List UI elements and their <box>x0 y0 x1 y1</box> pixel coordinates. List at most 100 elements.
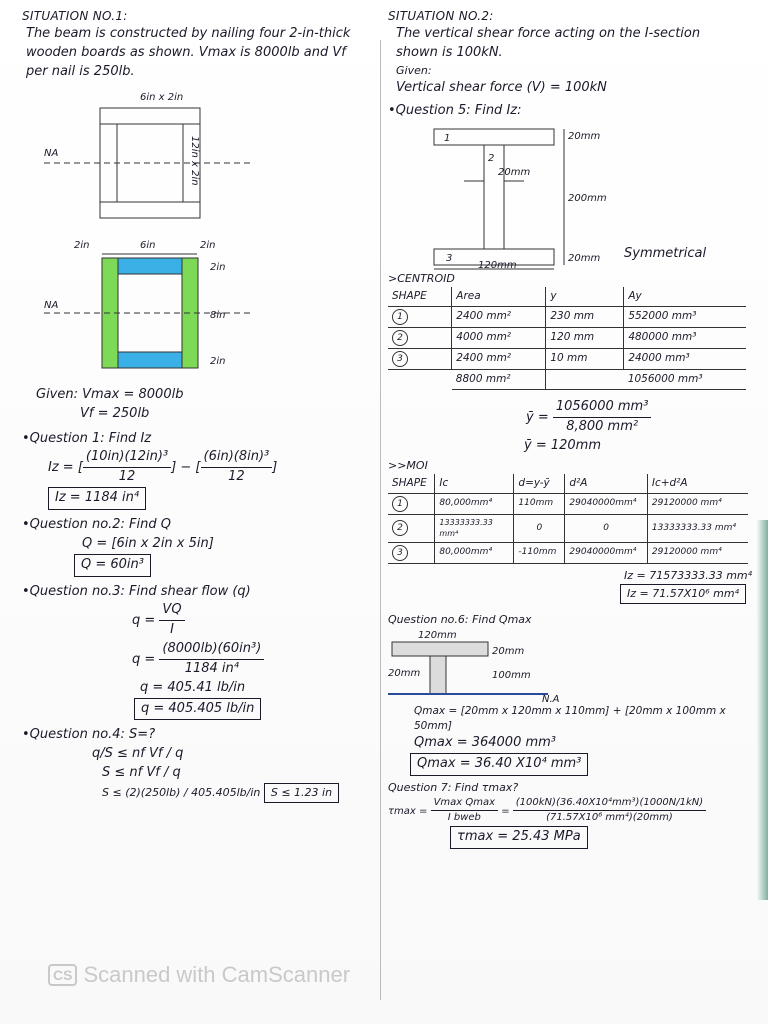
moi-ic-1: 80,000mm⁴ <box>434 493 515 515</box>
question-7-title: Question 7: Find τmax? <box>388 780 519 794</box>
centroid-total-row: 8800 mm² 1056000 mm³ <box>388 369 746 391</box>
i-dim-width: 120mm <box>478 260 517 271</box>
situation-2-given-v: Vertical shear force (V) = 100kN <box>396 80 607 96</box>
fig2-na-label: NA <box>44 300 58 311</box>
fig2-dim-left: 2in <box>74 240 89 251</box>
moi-col-shape: SHAPE <box>388 473 436 494</box>
fig2-dim-right: 2in <box>200 240 215 251</box>
given-vf: Vf = 250lb <box>80 405 150 421</box>
moi-total: Iz = 71573333.33 mm⁴ <box>624 568 753 582</box>
question-5-title: Question 5: Find Iz: <box>388 102 753 121</box>
moi-col-sum: Ic+d²A <box>647 473 748 494</box>
moi-shape-2: 2 <box>392 520 408 537</box>
centroid-y-2: 120 mm <box>545 327 625 349</box>
question-4-answer: S ≤ 1.23 in <box>263 782 340 803</box>
fig2-dim-mid: 6in <box>140 240 155 251</box>
question-2-equation: Q = [6in x 2in x 5in] <box>82 535 214 551</box>
centroid-header-row: SHAPE Area y Ay <box>388 286 746 307</box>
situation-2: SITUATION NO.2: The vertical shear force… <box>388 8 753 849</box>
moi-label: >>MOI <box>388 458 428 472</box>
centroid-area-3: 2400 mm² <box>451 348 547 370</box>
moi-sum-3: 29120000 mm⁴ <box>647 542 748 564</box>
centroid-col-shape: SHAPE <box>388 286 453 307</box>
moi-answer: Iz = 71.57X10⁶ mm⁴ <box>620 583 746 604</box>
fig2-dim-bottom-right: 2in <box>210 356 225 367</box>
ybar-answer: ȳ = 120mm <box>524 437 601 453</box>
situation-1-title: SITUATION NO.1: <box>22 9 128 23</box>
table-row: 1 80,000mm⁴ 110mm 29040000mm⁴ 29120000 m… <box>388 493 748 515</box>
q3-eq2-den: 1184 in⁴ <box>184 660 239 676</box>
centroid-ay-2: 480000 mm³ <box>623 327 746 349</box>
question-2-title: Question no.2: Find Q <box>22 516 377 535</box>
ybar-num: 1056000 mm³ <box>552 398 652 418</box>
centroid-shape-3: 3 <box>392 350 408 367</box>
table-row: 3 2400 mm² 10 mm 24000 mm³ <box>388 348 746 370</box>
centroid-total-ay: 1056000 mm³ <box>623 369 746 391</box>
symmetrical-note: Symmetrical <box>624 246 706 261</box>
q6-flange-t: 20mm <box>492 646 524 657</box>
situation-1-intro: The beam is constructed by nailing four … <box>26 26 351 80</box>
question-4-title: Question no.4: S=? <box>22 726 377 745</box>
i-dim-top: 20mm <box>568 131 600 142</box>
moi-ic-3: 80,000mm⁴ <box>434 542 515 564</box>
i-dim-bottom: 20mm <box>568 253 600 264</box>
situation-2-title: SITUATION NO.2: <box>388 9 494 23</box>
q6-web: 20mm <box>388 668 420 679</box>
question-3-answer: q = 405.405 lb/in <box>134 697 262 721</box>
moi-shape-1: 1 <box>392 495 408 512</box>
camscanner-watermark: CS Scanned with CamScanner <box>48 962 350 988</box>
i-dim-web: 20mm <box>498 167 530 178</box>
centroid-area-2: 4000 mm² <box>451 327 547 349</box>
q3-eq1-prefix: q = <box>132 613 156 629</box>
camscanner-logo: CS <box>48 964 78 986</box>
question-6-eq2: Qmax = 364000 mm³ <box>414 735 557 751</box>
moi-d2a-2: 0 <box>564 514 648 543</box>
q1-term-b-num: (6in)(8in)³ <box>200 448 273 469</box>
column-divider <box>380 40 381 1000</box>
question-4-eq1: q/S ≤ nf Vf / q <box>92 746 184 762</box>
situation-2-given-label: Given: <box>396 64 432 78</box>
centroid-total-area: 8800 mm² <box>451 369 547 391</box>
question-1-answer: Iz = 1184 in⁴ <box>48 487 147 510</box>
question-6-title: Question no.6: Find Qmax <box>388 612 532 626</box>
q1-term-b-den: 12 <box>228 469 245 485</box>
question-2-answer: Q = 60in³ <box>74 553 151 577</box>
question-4-eq3: S ≤ (2)(250lb) / 405.405lb/in S ≤ 1.23 i… <box>102 782 377 803</box>
table-row: 1 2400 mm² 230 mm 552000 mm³ <box>388 306 746 328</box>
i-part-2: 2 <box>488 153 494 164</box>
question-1-title: Question 1: Find Iz <box>22 430 377 449</box>
question-4-eq3-text: S ≤ (2)(250lb) / 405.405lb/in <box>102 785 261 799</box>
q3-eq1-num: VQ <box>159 601 185 622</box>
centroid-shape-1: 1 <box>392 308 408 325</box>
moi-d2a-1: 29040000mm⁴ <box>564 493 648 515</box>
question-3-title: Question no.3: Find shear flow (q) <box>22 583 377 602</box>
moi-sum-2: 13333333.33 mm⁴ <box>647 514 748 543</box>
centroid-y-3: 10 mm <box>545 348 625 370</box>
ybar-prefix: ȳ = <box>526 409 549 425</box>
moi-col-ic: Ic <box>434 473 515 494</box>
moi-d-2: 0 <box>513 514 566 543</box>
moi-shape-3: 3 <box>392 544 408 561</box>
q6-width: 120mm <box>418 630 457 641</box>
q1-eq-prefix: Iz = <box>48 460 74 476</box>
fig1-top-label: 6in x 2in <box>140 92 183 103</box>
camscanner-text: Scanned with CamScanner <box>83 962 351 987</box>
q7-prefix: τmax = <box>388 805 428 817</box>
moi-header-row: SHAPE Ic d=y-ȳ d²A Ic+d²A <box>388 473 748 494</box>
question-3-eq3: q = 405.41 lb/in <box>140 679 246 695</box>
fig2-dim-top-right: 2in <box>210 262 225 273</box>
beam-figure-2: 2in 6in 2in NA 2in 8in 2in <box>44 240 252 369</box>
fig2-dim-8in: 8in <box>210 310 225 321</box>
q7-den2: (71.57X10⁶ mm⁴)(20mm) <box>546 812 673 824</box>
page-edge <box>756 520 768 900</box>
centroid-shape-2: 2 <box>392 329 408 346</box>
centroid-ay-3: 24000 mm³ <box>623 348 746 370</box>
moi-table: SHAPE Ic d=y-ȳ d²A Ic+d²A 1 80,000mm⁴ 11… <box>388 473 748 564</box>
centroid-col-ay: Ay <box>623 286 746 307</box>
moi-sum-1: 29120000 mm⁴ <box>647 493 748 515</box>
q3-eq1-den: I <box>170 622 174 638</box>
q1-term-a-num: (10in)(12in)³ <box>82 448 172 469</box>
moi-col-d2a: d²A <box>564 473 648 494</box>
